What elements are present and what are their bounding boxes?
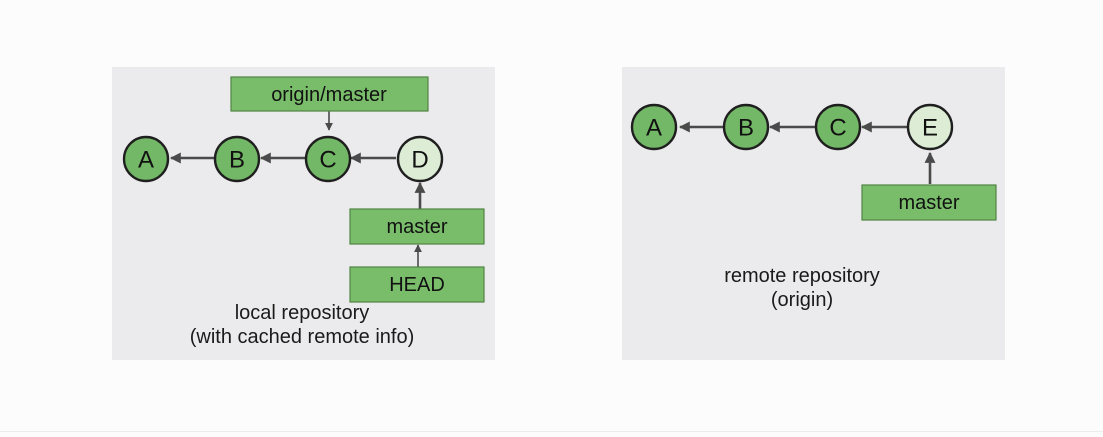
commit-label-c: C	[319, 147, 336, 174]
local-caption-line1: local repository	[234, 302, 370, 324]
local-repository-graph: A B C D origin/master master	[122, 76, 485, 303]
commit-node-a: A	[122, 135, 170, 183]
origin-master-text: origin/master	[271, 84, 387, 106]
remote-repository-panel: A B C E master remote repository (orig	[622, 67, 1005, 360]
commit-label-b: B	[229, 147, 245, 174]
origin-master-label: origin/master	[230, 76, 429, 112]
bottom-divider	[0, 431, 1103, 432]
local-repository-panel: A B C D origin/master master	[112, 67, 495, 360]
commit-node-d: D	[396, 135, 444, 183]
commit-label-d: D	[411, 147, 428, 174]
remote-caption-line1: remote repository	[724, 265, 880, 287]
master-text-local: master	[386, 216, 447, 238]
commit-node-b: B	[213, 135, 261, 183]
remote-repository-caption: remote repository (origin)	[662, 264, 942, 312]
remote-commit-label-e: E	[922, 115, 938, 142]
local-repository-caption: local repository (with cached remote inf…	[152, 301, 452, 349]
remote-commit-label-b: B	[738, 115, 754, 142]
local-caption-line2: (with cached remote info)	[189, 326, 415, 348]
remote-caption-line2: (origin)	[770, 289, 834, 311]
remote-commit-node-c: C	[814, 103, 862, 151]
commit-node-c: C	[304, 135, 352, 183]
remote-commit-label-a: A	[646, 115, 662, 142]
remote-commit-node-e: E	[906, 103, 954, 151]
master-label-local: master	[349, 208, 485, 245]
master-text-remote: master	[898, 192, 959, 214]
master-label-remote: master	[861, 184, 997, 221]
remote-commit-node-b: B	[722, 103, 770, 151]
head-text: HEAD	[389, 274, 445, 296]
commit-label-a: A	[138, 147, 154, 174]
remote-commit-node-a: A	[630, 103, 678, 151]
remote-commit-label-c: C	[829, 115, 846, 142]
head-label: HEAD	[349, 266, 485, 303]
remote-repository-graph: A B C E master	[630, 103, 997, 221]
